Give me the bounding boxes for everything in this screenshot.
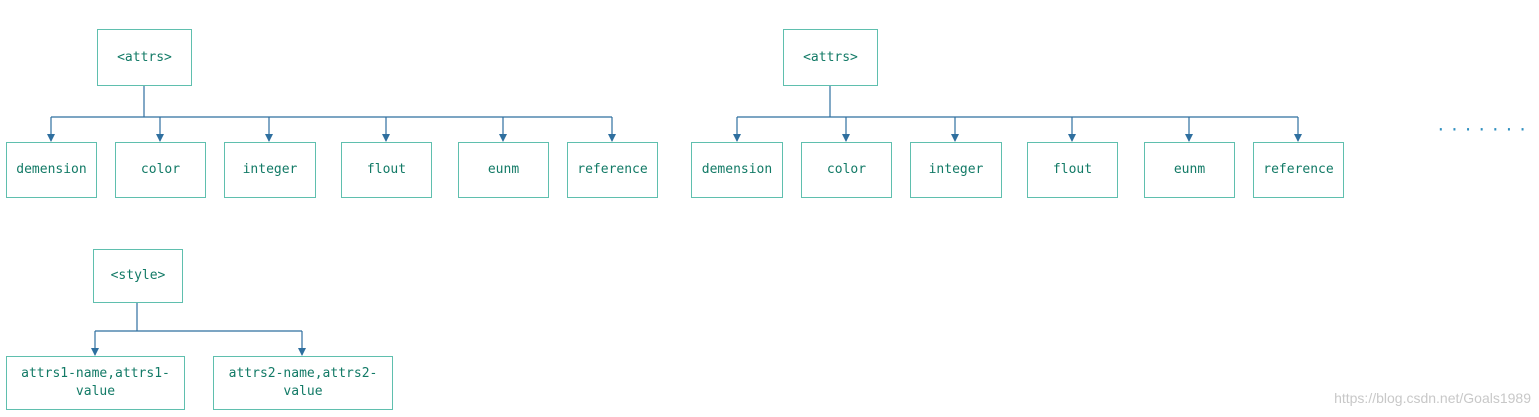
tree3-child-node: attrs2-name,attrs2-value [213, 356, 393, 410]
tree1-child-node: reference [567, 142, 658, 198]
tree1-root-node: <attrs> [97, 29, 192, 86]
tree1-child-node: flout [341, 142, 432, 198]
ellipsis-dots: ······· [1436, 120, 1532, 139]
tree2-child-node: integer [910, 142, 1002, 198]
tree2-child-node: reference [1253, 142, 1344, 198]
tree3-root-node: <style> [93, 249, 183, 303]
tree2-child-node: eunm [1144, 142, 1235, 198]
tree2-child-node: color [801, 142, 892, 198]
tree3-child-node: attrs1-name,attrs1-value [6, 356, 185, 410]
tree1-child-node: integer [224, 142, 316, 198]
tree2-child-node: flout [1027, 142, 1118, 198]
tree1-child-node: eunm [458, 142, 549, 198]
tree1-child-node: demension [6, 142, 97, 198]
tree2-child-node: demension [691, 142, 783, 198]
tree2-root-node: <attrs> [783, 29, 878, 86]
watermark-text: https://blog.csdn.net/Goals1989 [1334, 390, 1531, 406]
tree1-child-node: color [115, 142, 206, 198]
